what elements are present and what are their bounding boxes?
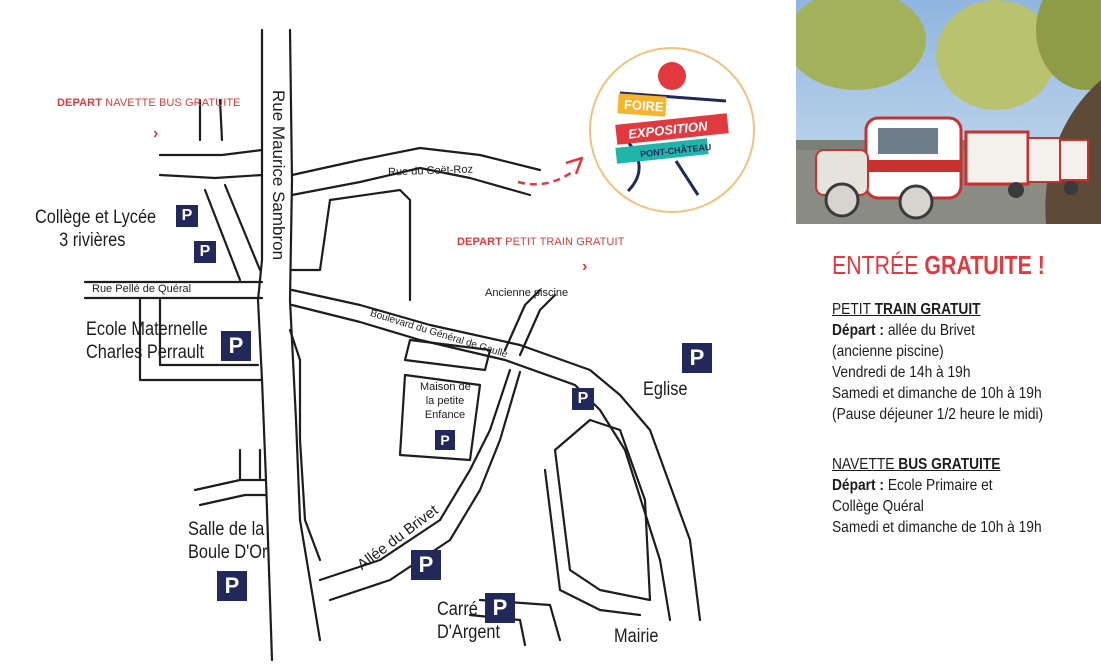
foire-exposition-logo: FOIRE EXPOSITION PONT-CHÂTEAU	[589, 47, 755, 213]
parking-icon: P	[682, 343, 712, 373]
chevron-right-icon: ›	[582, 258, 588, 275]
parking-icon: P	[411, 550, 441, 580]
bus-info-line: Collège Quéral	[832, 498, 924, 515]
logo-text-foire: FOIRE	[623, 97, 664, 115]
street-rue-maurice-sambron: Rue Maurice Sambron	[269, 90, 288, 261]
entree-gratuite-heading: ENTRÉE GRATUITE !	[832, 250, 1045, 280]
depart-bus-label: DEPART NAVETTE BUS GRATUITE	[57, 97, 241, 109]
place-eglise: Eglise	[643, 379, 688, 400]
chevron-right-icon: ›	[153, 125, 159, 142]
bus-heading: NAVETTE BUS GRATUITE	[832, 456, 1001, 473]
street-rue-pelle-de-queral: Rue Pellé de Quéral	[92, 283, 192, 295]
bus-depart-line: Départ : Ecole Primaire et	[832, 477, 993, 494]
train-info-block: PETIT TRAIN GRATUIT Départ : allée du Br…	[832, 299, 1056, 425]
bus-info-block: NAVETTE BUS GRATUITE Départ : Ecole Prim…	[832, 454, 1056, 538]
train-heading: PETIT TRAIN GRATUIT	[832, 301, 981, 318]
parking-icon: P	[221, 331, 251, 361]
depart-train-label: DEPART PETIT TRAIN GRATUIT	[457, 236, 625, 248]
train-info-line: Vendredi de 14h à 19h	[832, 364, 971, 381]
parking-icon: P	[176, 205, 198, 227]
info-panel: ENTRÉE GRATUITE ! PETIT TRAIN GRATUIT Dé…	[832, 250, 1092, 538]
parking-icon: P	[572, 388, 594, 410]
bus-info-line: Samedi et dimanche de 10h à 19h	[832, 519, 1042, 536]
train-info-line: (Pause déjeuner 1/2 heure le midi)	[832, 406, 1044, 423]
parking-icon: P	[485, 593, 515, 623]
parking-icon: P	[435, 430, 455, 450]
street-map	[83, 28, 702, 662]
parking-icon: P	[194, 241, 216, 263]
train-info-line: (ancienne piscine)	[832, 343, 944, 360]
place-ancienne-piscine: Ancienne piscine	[485, 287, 569, 299]
train-depart-line: Départ : allée du Brivet	[832, 322, 976, 339]
train-info-line: Samedi et dimanche de 10h à 19h	[832, 385, 1042, 402]
petit-train-photo	[796, 0, 1101, 224]
parking-icon: P	[217, 571, 247, 601]
place-mairie: Mairie	[614, 626, 659, 647]
